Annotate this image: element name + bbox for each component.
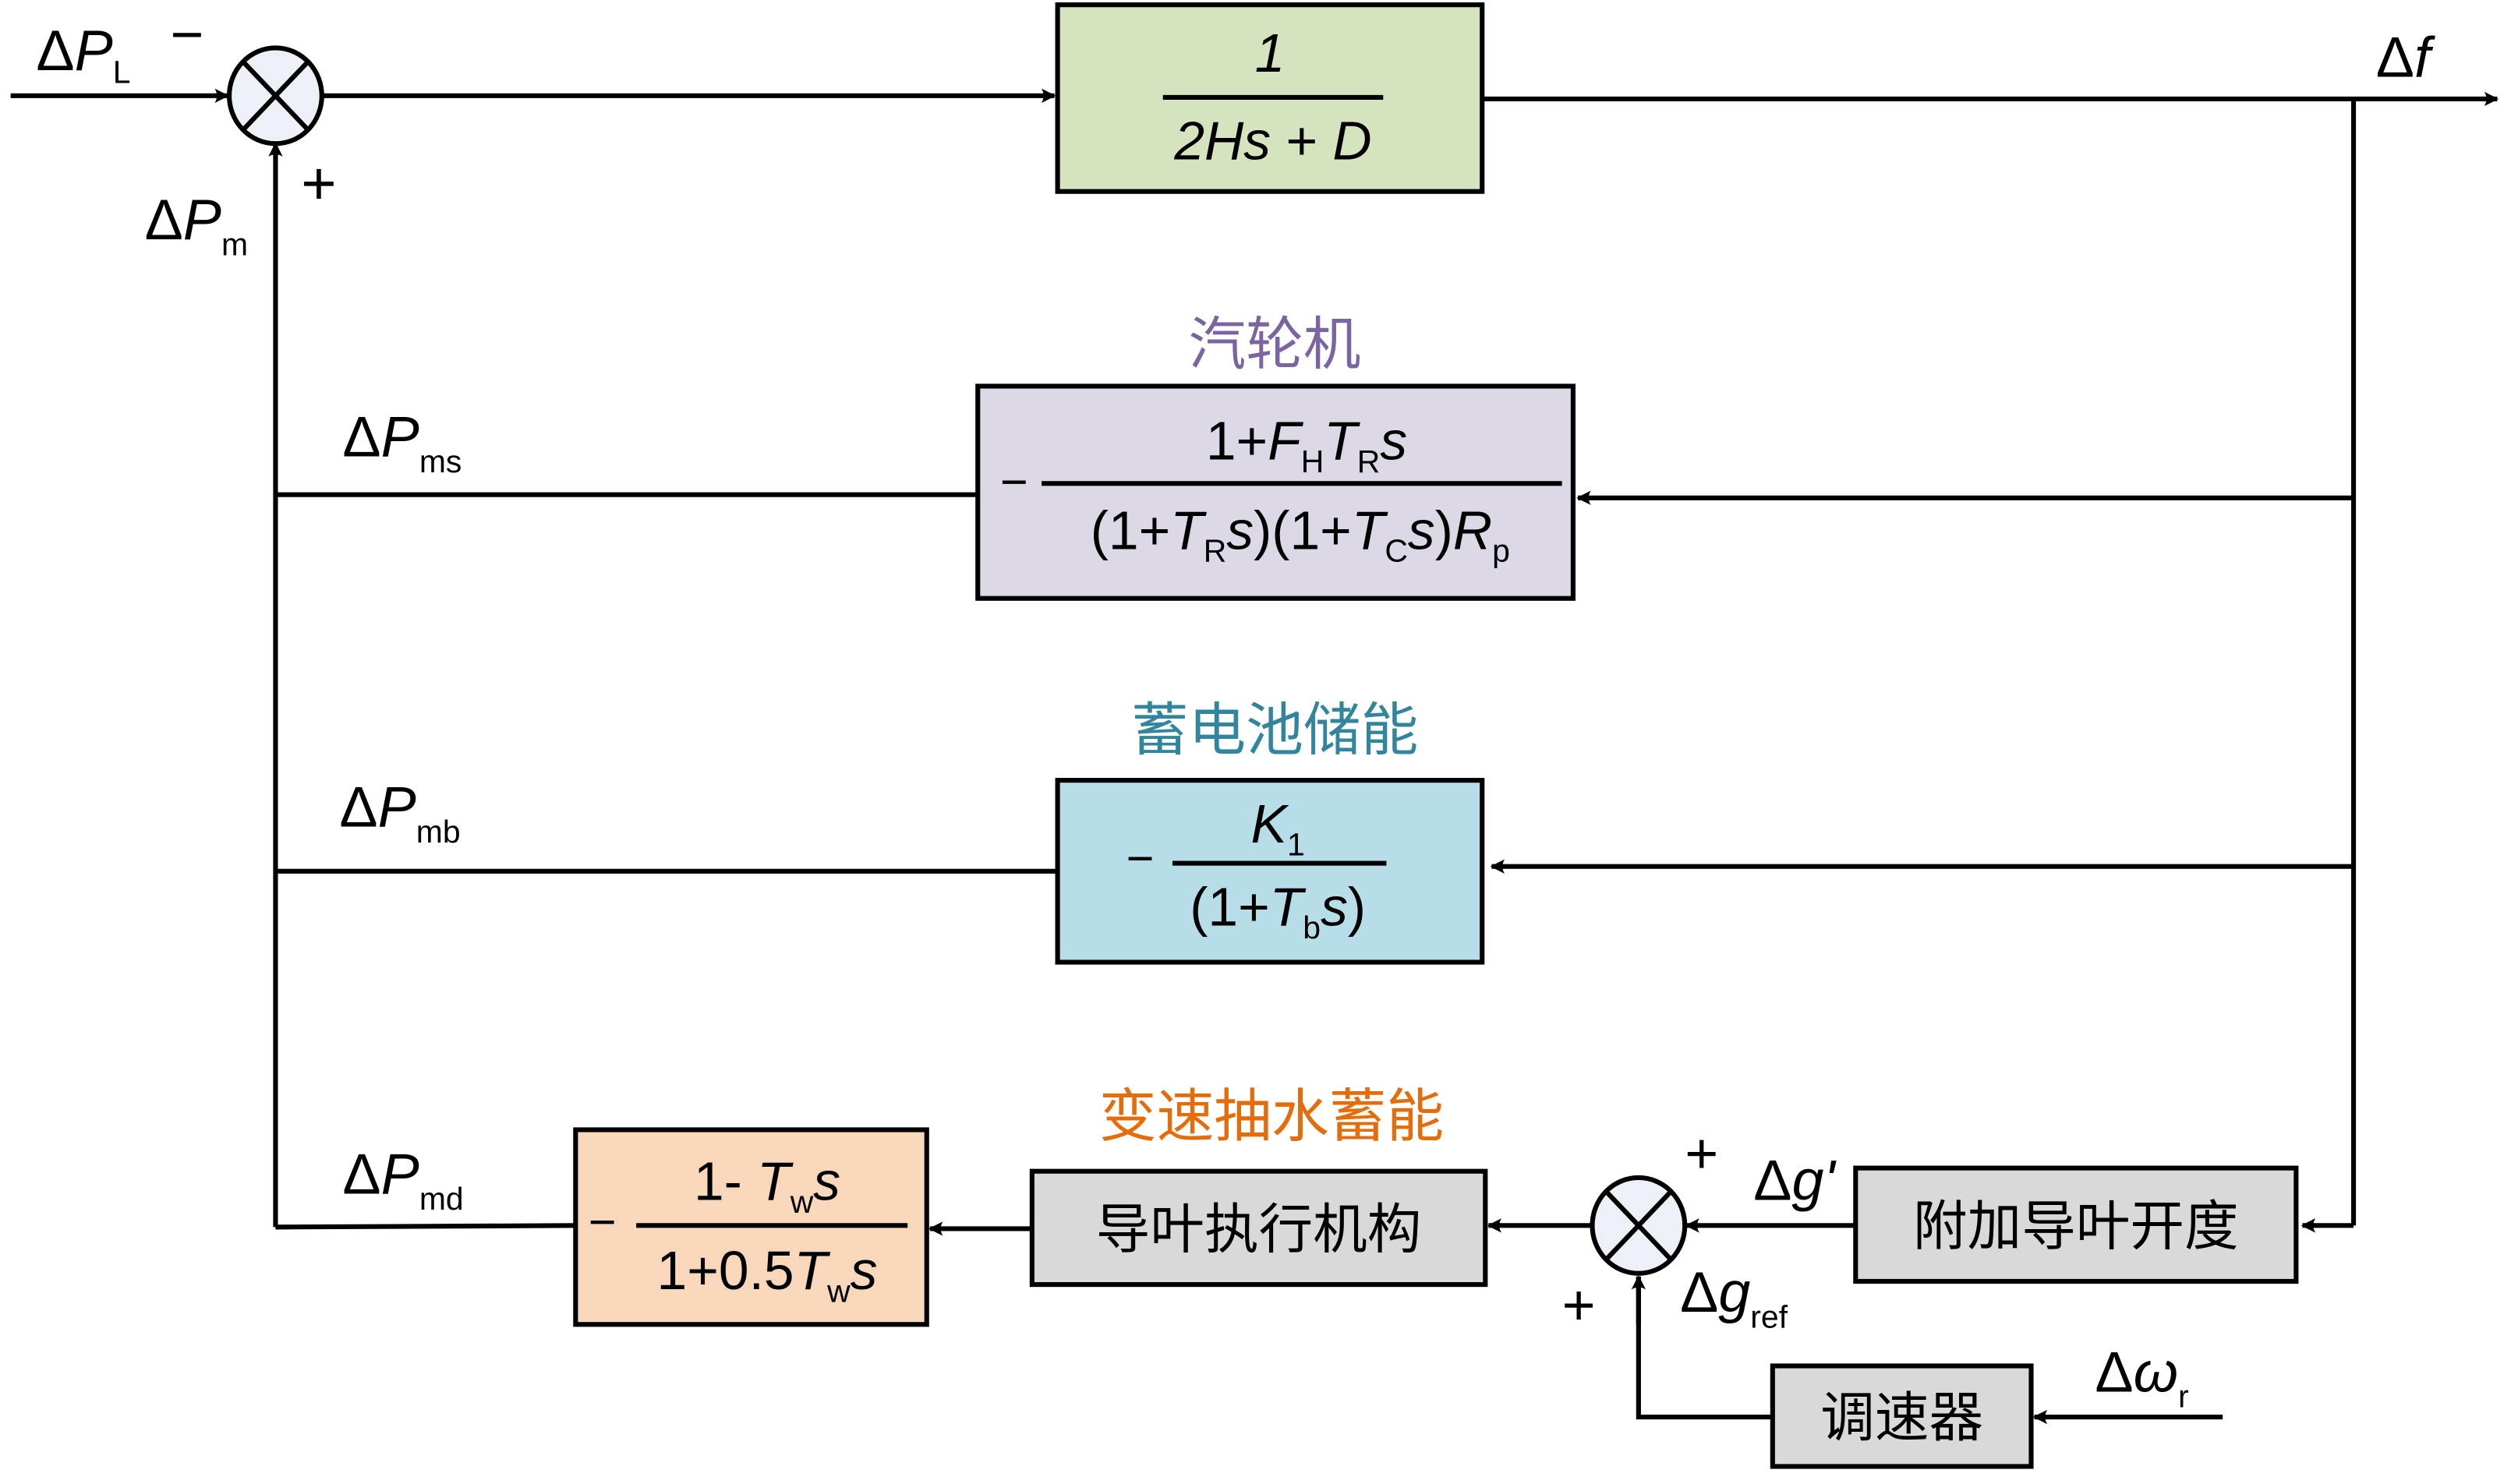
summing-junction-guide [1590, 1175, 1688, 1276]
turbine-title: 汽轮机 [1189, 312, 1361, 378]
pumped-storage-block[interactable]: − 1- Tws 1+0.5Tws [573, 1127, 929, 1327]
gref-plus-sign: + [1562, 1272, 1596, 1337]
turbine-numerator: 1+FHTRs [1206, 411, 1407, 479]
pumped-numerator: 1- Tws [694, 1151, 840, 1220]
guide-actuator-block[interactable]: 导叶执行机构 [1029, 1168, 1488, 1288]
plant-denominator: 2Hs + D [1173, 111, 1371, 171]
actuator-label: 导叶执行机构 [1096, 1198, 1422, 1261]
turbine-minus: − [1000, 455, 1028, 509]
mech-plus-sign: + [301, 150, 336, 217]
extra-guide-opening-block[interactable]: 附加导叶开度 [1853, 1165, 2299, 1284]
signal-delta-f: Δf [2376, 24, 2435, 89]
signal-delta-gref: Δgref [1680, 1260, 1788, 1334]
pumped-output-line [275, 1223, 576, 1230]
governor-label: 调速器 [1820, 1387, 1983, 1450]
pumped-minus: − [589, 1196, 617, 1249]
plant-block[interactable]: 1 2Hs + D [1055, 2, 1485, 194]
pumped-title: 变速抽水蓄能 [1099, 1084, 1444, 1150]
battery-title: 蓄电池储能 [1131, 698, 1418, 764]
battery-minus: − [1126, 832, 1155, 885]
battery-numerator: K1 [1251, 793, 1305, 862]
signal-delta-pmb: ΔPmb [339, 775, 460, 850]
summing-junction-main [227, 45, 324, 147]
signal-delta-pms: ΔPms [342, 405, 462, 479]
battery-block[interactable]: − K1 (1+Tbs) [1055, 778, 1485, 965]
signal-delta-pl: ΔPL [36, 18, 130, 90]
plant-numerator: 1 [1255, 23, 1286, 83]
signal-delta-pmd: ΔPmd [342, 1141, 463, 1216]
turbine-denominator: (1+TRs)(1+TCs)Rp [1091, 500, 1510, 568]
signal-delta-gprime: Δg' [1753, 1148, 1837, 1213]
signal-delta-pm: ΔPm [145, 187, 249, 262]
load-minus-sign: − [170, 2, 203, 67]
battery-denominator: (1+Tbs) [1190, 876, 1366, 945]
pumped-denominator: 1+0.5Tws [657, 1240, 878, 1309]
gprime-plus-sign: + [1685, 1121, 1718, 1185]
extra-guide-label: 附加导叶开度 [1913, 1195, 2239, 1258]
governor-block[interactable]: 调速器 [1770, 1363, 2034, 1469]
signal-delta-omega: Δωr [2095, 1339, 2188, 1414]
turbine-block[interactable]: − 1+FHTRs (1+TRs)(1+TCs)Rp [975, 383, 1576, 601]
